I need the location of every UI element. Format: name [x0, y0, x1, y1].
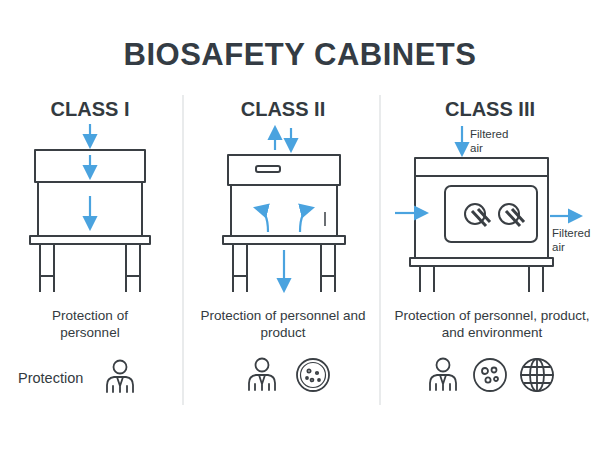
airflow-label: Filtered air	[470, 127, 518, 156]
class-one-cabinet-part	[141, 182, 143, 236]
class-one-cabinet-part	[53, 244, 55, 292]
airflow-arrow-part	[550, 215, 580, 217]
petri-dish-icon	[297, 359, 329, 391]
petri-dish-icon-part	[307, 369, 310, 372]
petri-dish-icon-part	[318, 379, 320, 381]
class-two-cabinet-part	[320, 244, 322, 292]
airflow-arrow	[395, 126, 580, 216]
person-icon-part	[436, 375, 450, 390]
airflow-arrow-part	[395, 212, 426, 214]
petri-dish-icon-part	[316, 372, 318, 374]
class-one-cabinet-part	[30, 236, 150, 244]
airflow-arrow-part	[283, 250, 285, 290]
class-two-cabinet-part	[230, 185, 232, 236]
person-icon	[430, 359, 456, 391]
petri-dish-icon-part	[311, 379, 314, 382]
class-one-cabinet-part	[35, 150, 145, 182]
airflow-label: Filtered air	[552, 226, 598, 255]
class-two-cabinet-part	[336, 185, 338, 236]
column-divider	[183, 95, 380, 405]
class-two-cabinet-part	[324, 212, 326, 226]
petri-dish-icon-part	[297, 359, 329, 391]
petri-dish-icon-part	[492, 368, 497, 373]
class-two-cabinet-part	[233, 275, 247, 277]
person-icon-part	[256, 359, 269, 372]
airflow-arrow-part	[300, 208, 312, 232]
cabinet-illustration-part	[107, 359, 553, 393]
person-icon	[249, 359, 275, 391]
airflow-arrow-part	[89, 196, 91, 228]
airflow-arrow-part	[461, 126, 463, 154]
petri-dish-icon-part	[306, 377, 308, 379]
class-three-cabinet-part	[528, 266, 530, 292]
class-two-cabinet-part	[246, 244, 248, 292]
person-icon-part	[113, 377, 127, 392]
petri-dish-icon-part	[482, 368, 488, 374]
globe-icon-part	[521, 374, 553, 376]
class-three-cabinet-part	[410, 258, 553, 266]
class-three-cabinet-part	[472, 209, 490, 226]
class-three-cabinet-part	[445, 186, 537, 242]
airflow-arrow	[89, 124, 91, 228]
globe-icon-part	[521, 359, 553, 391]
page-title: BIOSAFETY CABINETS	[40, 36, 560, 75]
person-icon-part	[107, 377, 133, 392]
class-one-cabinet	[30, 150, 150, 292]
airflow-arrow-part	[256, 208, 268, 232]
person-icon-part	[437, 359, 450, 372]
class-one-cabinet-part	[125, 244, 127, 292]
globe-icon	[521, 359, 553, 391]
person-icon-part	[114, 361, 127, 374]
class-three-cabinet-part	[542, 266, 544, 292]
airflow-arrow	[256, 128, 312, 290]
protection-caption: Protection of personnel and product	[200, 308, 366, 342]
class-two-cabinet-part	[256, 166, 280, 172]
class-three-cabinet-part	[433, 266, 435, 292]
column-divider-part	[379, 95, 381, 405]
class-one-cabinet-part	[126, 275, 140, 277]
petri-dish-icon-part	[494, 377, 498, 381]
person-icon	[107, 361, 133, 393]
class-two-cabinet-part	[321, 275, 335, 277]
person-icon-part	[249, 375, 275, 390]
airflow-arrow-part	[290, 128, 292, 150]
class-one-cabinet-part	[40, 275, 54, 277]
airflow-arrow-part	[89, 124, 91, 146]
class-two-cabinet-part	[223, 236, 345, 244]
airflow-arrow-part	[274, 128, 276, 150]
petri-dish-icon-part	[474, 359, 506, 391]
class-two-cabinet-part	[232, 244, 234, 292]
class-three-cabinet	[410, 158, 553, 292]
class-two-cabinet-part	[228, 155, 340, 185]
class-one-cabinet-part	[39, 244, 41, 292]
class-three-cabinet-part	[415, 175, 548, 177]
petri-dish-icon-part	[485, 377, 490, 382]
class-one-cabinet-part	[37, 182, 39, 236]
globe-icon-part	[524, 367, 550, 383]
person-icon-part	[255, 375, 269, 390]
protection-label: Protection	[18, 369, 102, 387]
class-two-cabinet-part	[334, 244, 336, 292]
protection-caption: Protection of personnel, product, and en…	[390, 308, 594, 342]
class-heading: CLASS II	[208, 97, 358, 122]
airflow-arrow-part	[89, 155, 91, 177]
petri-dish-icon-part	[301, 363, 326, 388]
class-three-cabinet-part	[419, 266, 421, 292]
petri-dish-icon	[474, 359, 506, 391]
class-one-cabinet-part	[139, 244, 141, 292]
person-icon-part	[430, 375, 456, 390]
class-two-cabinet	[223, 155, 345, 292]
class-heading: CLASS I	[20, 97, 160, 122]
class-heading: CLASS III	[405, 97, 575, 122]
protection-caption: Protection of personnel	[28, 308, 152, 342]
class-three-cabinet-part	[415, 158, 548, 258]
class-three-cabinet-part	[506, 209, 524, 226]
column-divider-part	[182, 95, 184, 405]
